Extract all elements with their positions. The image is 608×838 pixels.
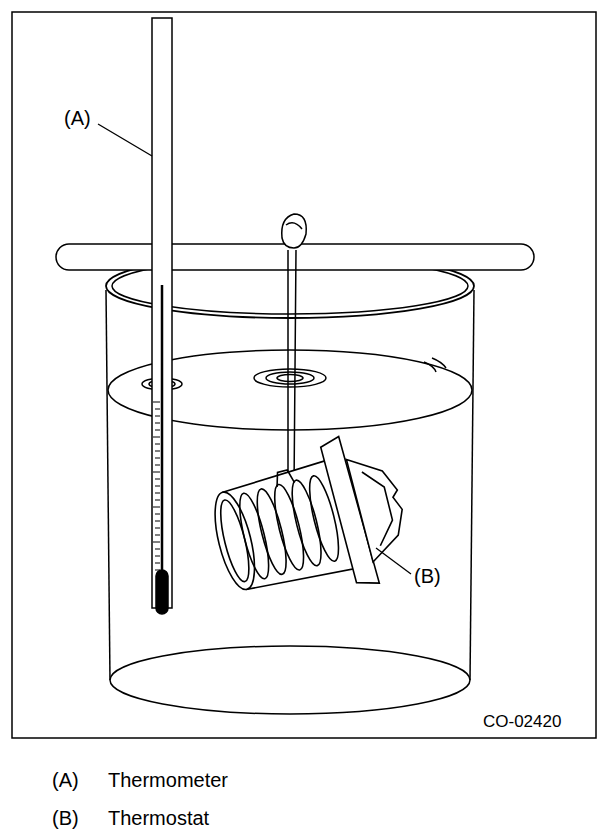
callout-letter: (B): [414, 566, 441, 586]
thermostat-valve: [362, 468, 398, 546]
figure-frame: [12, 12, 596, 738]
thermostat-figure: [201, 426, 418, 618]
scale-tick: [155, 458, 160, 459]
scale-tick: [155, 444, 160, 445]
legend-text: Thermometer: [108, 770, 228, 790]
leader-line: [98, 124, 152, 156]
scale-tick: [153, 402, 160, 403]
scale-tick: [155, 556, 160, 557]
callout-letter: (A): [64, 108, 91, 128]
scale-tick: [155, 479, 160, 480]
legend-letter: (B): [52, 808, 79, 828]
scale-tick: [155, 570, 160, 571]
scale-tick: [155, 563, 160, 564]
scale-tick: [153, 472, 160, 473]
scale-tick: [155, 416, 160, 417]
beaker-wall: [470, 290, 474, 680]
scale-tick: [155, 514, 160, 515]
thermostat-valve: [346, 449, 412, 562]
thermometer-tube: [152, 18, 172, 608]
thermostat-hook: [274, 469, 295, 487]
beaker-wall: [106, 290, 110, 680]
scale-tick: [155, 500, 160, 501]
thermometer-column: [161, 285, 164, 590]
leader-line: [376, 548, 411, 574]
scale-tick: [155, 451, 160, 452]
thermostat-end: [215, 498, 255, 584]
scale-tick: [153, 507, 160, 508]
beaker-bottom: [110, 646, 470, 714]
ripple: [424, 358, 446, 372]
string-knot: [282, 214, 307, 248]
scale-tick: [155, 521, 160, 522]
ripple: [266, 372, 314, 384]
scale-tick: [155, 549, 160, 550]
figure-code: CO-02420: [483, 713, 561, 730]
scale-tick: [153, 437, 160, 438]
legend-letter: (A): [52, 770, 79, 790]
scale-tick: [155, 535, 160, 536]
legend-text: Thermostat: [108, 808, 209, 828]
scale-tick: [155, 493, 160, 494]
scale-tick: [155, 430, 160, 431]
ripple: [254, 369, 326, 387]
string-knot: [286, 223, 302, 229]
thermometer-scale: [153, 402, 160, 570]
thermostat-spring: [234, 473, 345, 581]
ripple: [277, 375, 303, 382]
scale-tick: [155, 528, 160, 529]
hanging-string: [288, 250, 296, 488]
scale-tick: [153, 542, 160, 543]
scale-tick: [155, 465, 160, 466]
scale-tick: [155, 409, 160, 410]
thermometer-bulb: [156, 570, 168, 614]
scale-tick: [155, 486, 160, 487]
scale-tick: [155, 423, 160, 424]
